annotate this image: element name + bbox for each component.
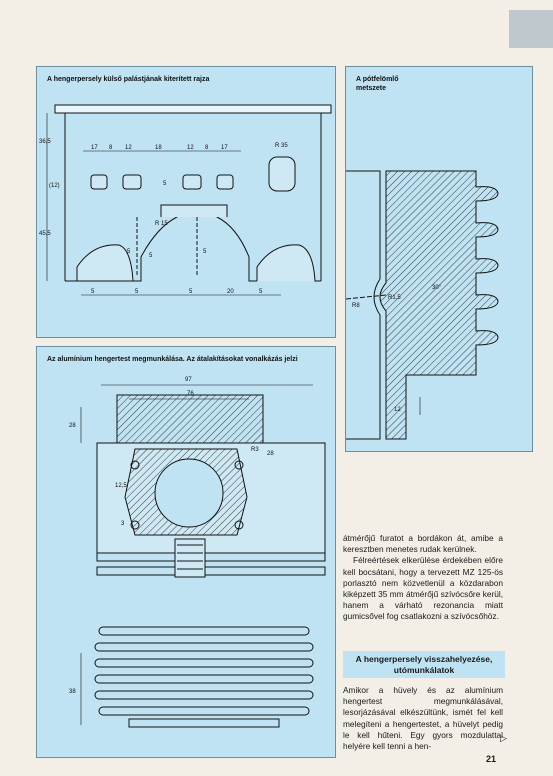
svg-text:38: 38: [69, 689, 76, 695]
svg-text:5: 5: [127, 249, 131, 255]
svg-text:5: 5: [259, 289, 263, 295]
figure3-dimensions: 97 76 28 R3 28 12,5 3 38: [69, 377, 274, 695]
svg-text:R 35: R 35: [275, 143, 288, 149]
figure-title: Az alumínium hengertest megmunkálása. Az…: [47, 356, 298, 363]
svg-text:R 15: R 15: [155, 221, 168, 227]
svg-text:17: 17: [91, 145, 98, 151]
cylinder-drawing: 97 76 28 R3 28 12,5 3 38: [69, 377, 326, 728]
figure-cylinder-machining: Az alumínium hengertest megmunkálása. Az…: [36, 346, 336, 758]
svg-text:8: 8: [109, 145, 113, 151]
svg-text:97: 97: [185, 377, 192, 383]
svg-text:R3: R3: [251, 447, 259, 453]
svg-text:45,5: 45,5: [39, 231, 51, 237]
svg-text:76: 76: [187, 391, 194, 397]
body-text-bottom: Amikor a hüvely és az alumínium hengerte…: [343, 685, 503, 752]
radius-label: R8: [352, 303, 360, 309]
figure1-dimensions: 36,5 17 8 12 18 12 8 17 R 35 (12) 5 45,5…: [39, 139, 288, 295]
port-section-drawing: 30° R8 R1,5 12: [346, 170, 499, 440]
paragraph: Félreértések elkerülése érdekében előre …: [343, 555, 503, 622]
svg-text:5: 5: [149, 253, 153, 259]
figure-title: A hengerpersely külső palástjának kiterí…: [47, 76, 210, 83]
page-tab: [509, 10, 553, 48]
svg-text:5: 5: [135, 289, 139, 295]
svg-text:18: 18: [155, 145, 162, 151]
paragraph: átmérőjű furatot a bordákon át, amibe a …: [343, 533, 503, 555]
width-label: 12: [394, 407, 401, 413]
section-heading: A hengerpersely visszahelyezése, utómunk…: [343, 651, 505, 678]
svg-text:12: 12: [125, 145, 132, 151]
page-number: 21: [486, 754, 497, 764]
svg-text:3: 3: [121, 521, 125, 527]
svg-text:8: 8: [205, 145, 209, 151]
svg-text:5: 5: [203, 249, 207, 255]
figure-title: A pótfelömlő metszete: [356, 76, 399, 92]
figure-port-section: A pótfelömlő metszete 30° R8 R1,5 12: [345, 66, 533, 452]
svg-text:12: 12: [187, 145, 194, 151]
svg-text:5: 5: [91, 289, 95, 295]
paragraph: Amikor a hüvely és az alumínium hengerte…: [343, 685, 503, 752]
svg-text:5: 5: [189, 289, 193, 295]
continue-arrow-icon: ▷: [500, 733, 507, 743]
svg-text:5: 5: [163, 181, 167, 187]
svg-text:28: 28: [267, 451, 274, 457]
radius-label: R1,5: [388, 295, 401, 301]
svg-text:36,5: 36,5: [39, 139, 51, 145]
figure-sleeve-development: A hengerpersely külső palástjának kiterí…: [36, 66, 336, 338]
svg-text:28: 28: [69, 423, 76, 429]
svg-text:17: 17: [221, 145, 228, 151]
body-text-top: átmérőjű furatot a bordákon át, amibe a …: [343, 533, 503, 623]
angle-label: 30°: [432, 285, 442, 291]
svg-text:12,5: 12,5: [115, 483, 127, 489]
sleeve-drawing: 36,5 17 8 12 18 12 8 17 R 35 (12) 5 45,5…: [39, 104, 332, 296]
svg-text:(12): (12): [49, 183, 60, 189]
svg-text:20: 20: [227, 289, 234, 295]
